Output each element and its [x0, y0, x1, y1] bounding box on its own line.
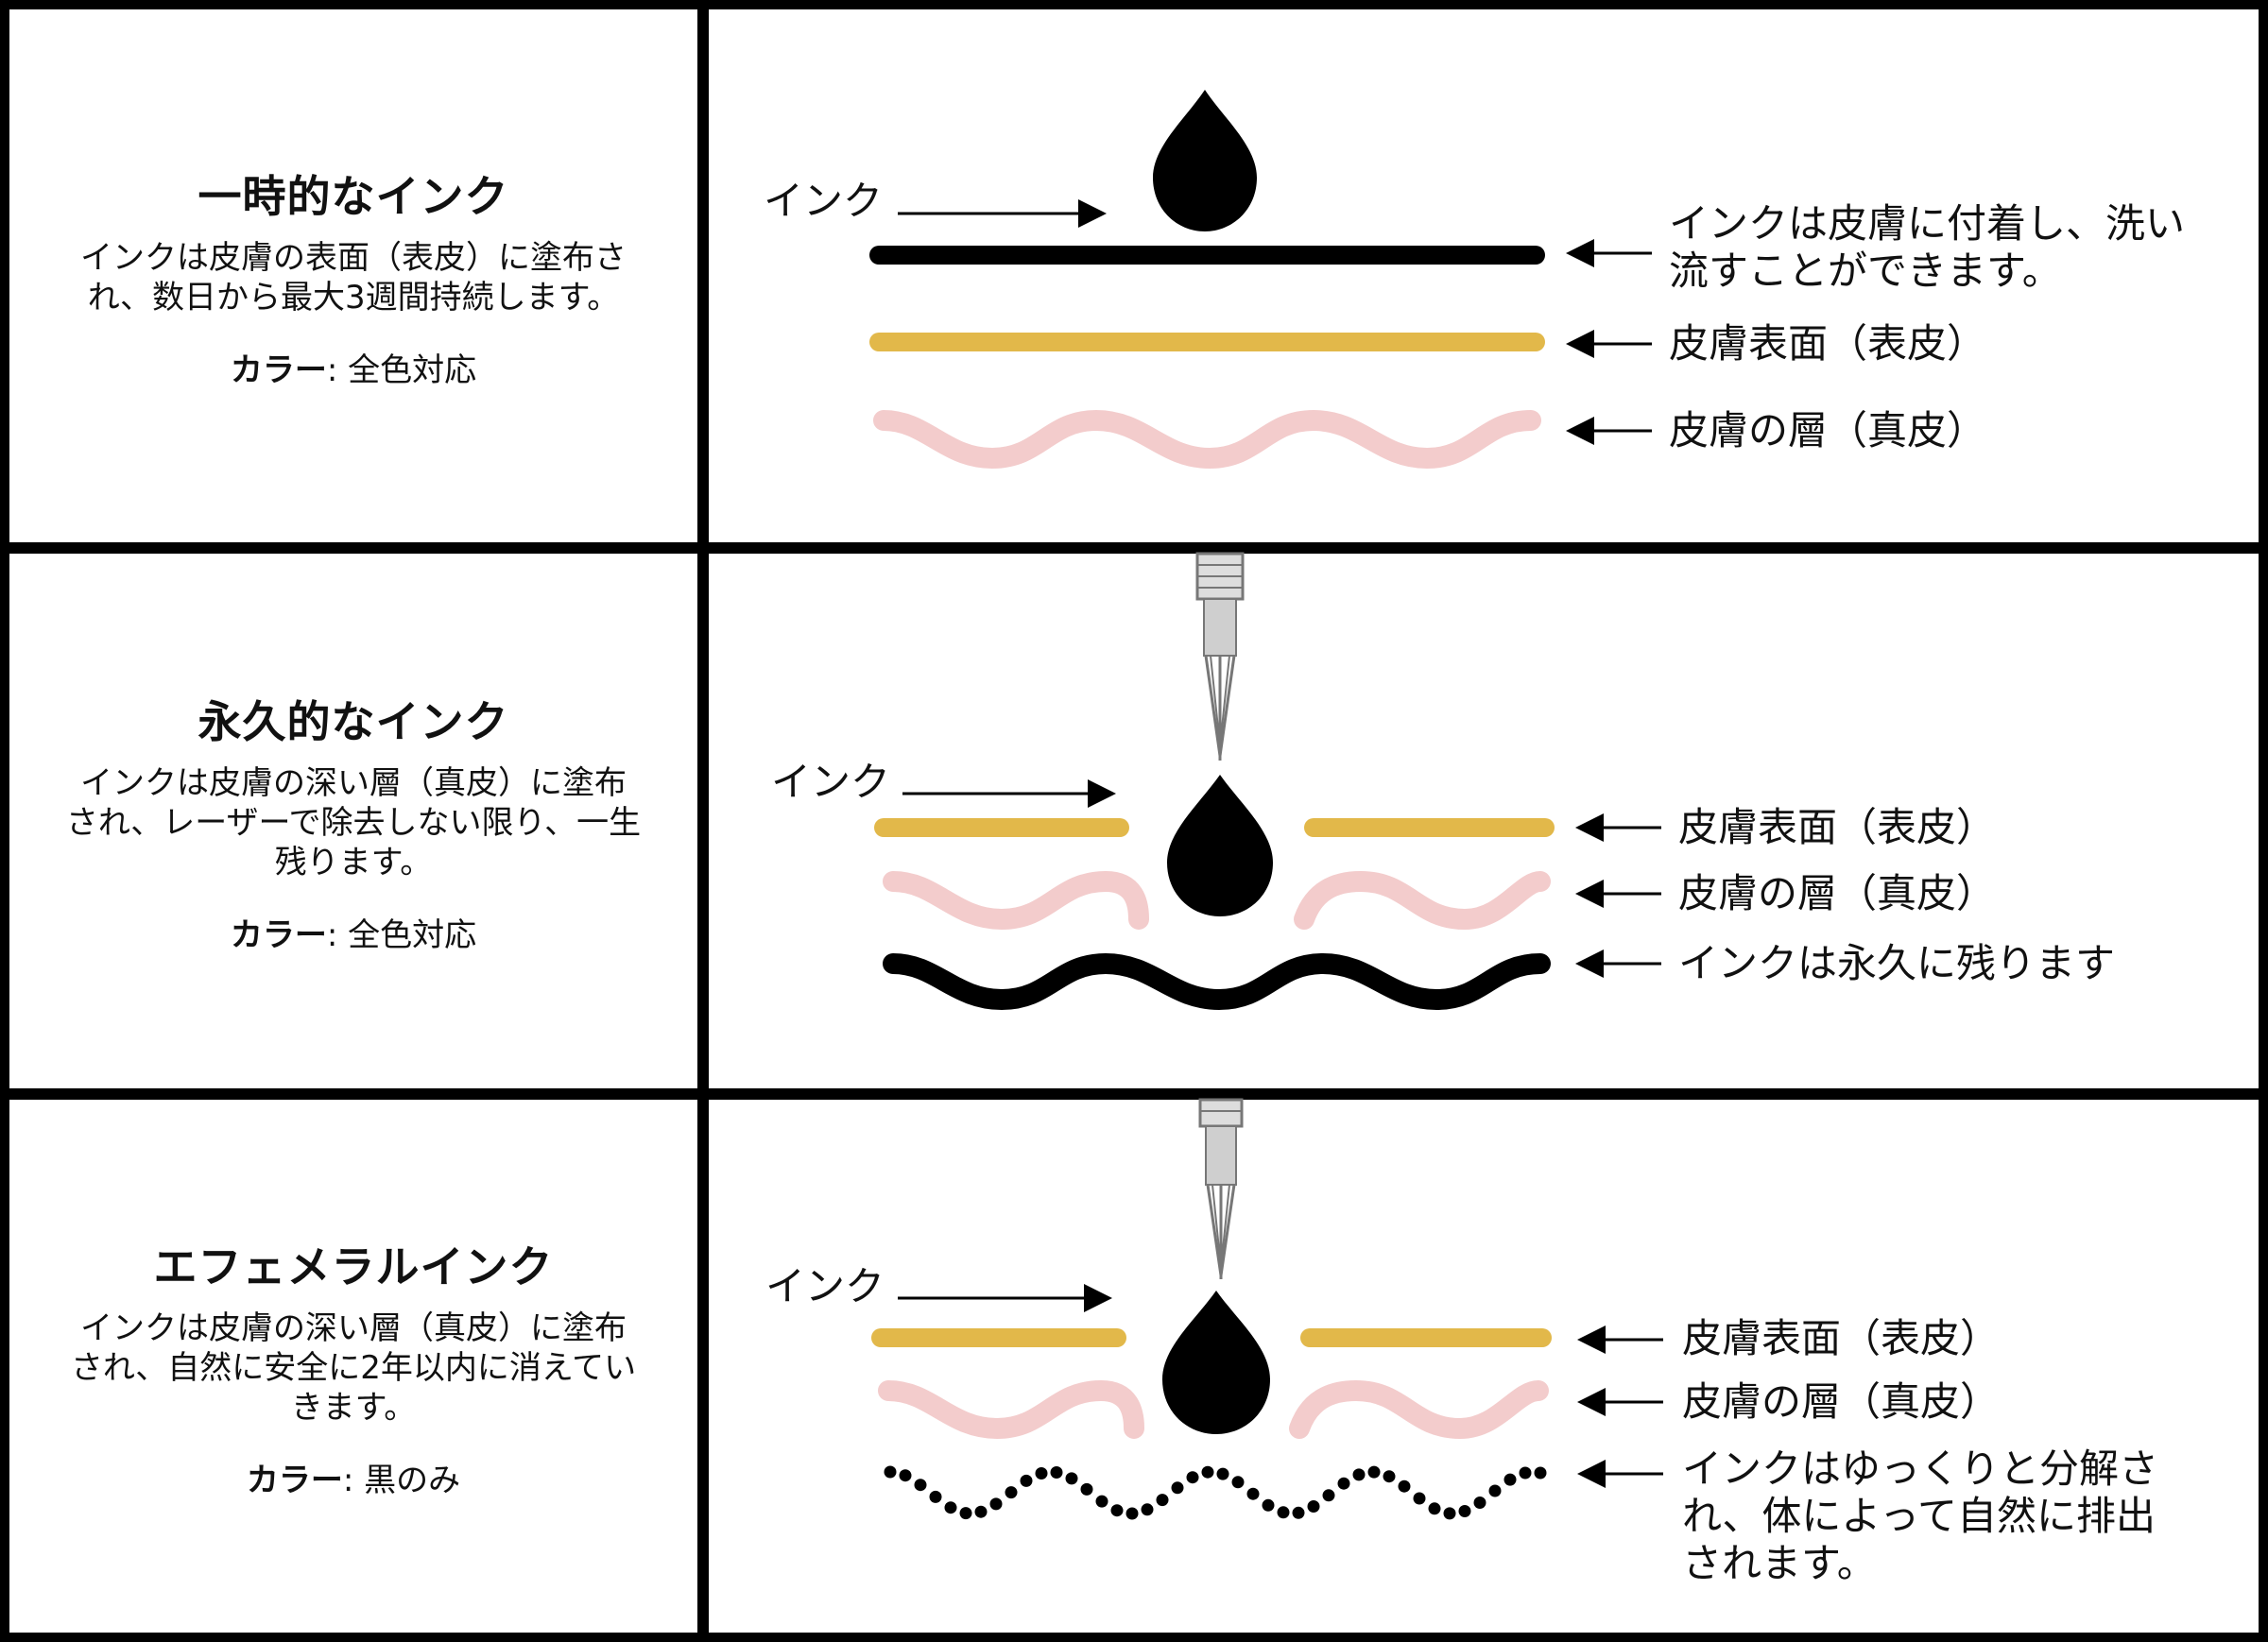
- ink-dot: [1277, 1506, 1290, 1519]
- panel-permanent-info: 永久的なインク インクは皮膚の深い層（真皮）に塗布され、レーザーで除去しない限り…: [9, 554, 697, 1088]
- ink-label: インク: [771, 759, 891, 805]
- ink-dot: [1171, 1481, 1184, 1495]
- ink-dot: [944, 1501, 957, 1514]
- color-value: : 全色対応: [326, 351, 477, 389]
- layer-label-dissolving-ink: インクはゆっくりと分解され、体によって自然に排出されます。: [1682, 1445, 2159, 1586]
- ink-dot: [1156, 1494, 1169, 1507]
- ink-dot: [1095, 1495, 1108, 1508]
- ink-dot: [914, 1479, 927, 1492]
- ink-dot: [884, 1465, 897, 1479]
- ink-dot: [1292, 1506, 1305, 1519]
- panel-title: エフェメラルインク: [153, 1240, 554, 1292]
- ink-dot: [1503, 1473, 1517, 1486]
- panel-ephemeral-info: エフェメラルインク インクは皮膚の深い層（真皮）に塗布され、自然に安全に2年以内…: [9, 1100, 697, 1633]
- layer-label-epidermis: 皮膚表面（表皮）: [1682, 1315, 2001, 1361]
- tattoo-needle-icon: [1195, 552, 1245, 761]
- color-label: カラー: [230, 915, 327, 954]
- ink-drop-icon: [1162, 1291, 1270, 1434]
- ink-label: インク: [764, 178, 884, 224]
- ink-dot: [929, 1490, 942, 1503]
- ink-dot: [1322, 1489, 1335, 1502]
- dermis-layer-left: [883, 870, 1149, 931]
- ink-dot: [1352, 1468, 1366, 1481]
- ink-dot: [1488, 1484, 1502, 1497]
- ink-dot: [1413, 1492, 1426, 1505]
- panel-description: インクは皮膚の深い層（真皮）に塗布され、自然に安全に2年以内に消えていきます。: [70, 1308, 637, 1427]
- layer-label-dermis: 皮膚の層（真皮）: [1678, 870, 1997, 916]
- ink-dot: [1231, 1476, 1245, 1489]
- ink-dot: [1307, 1500, 1320, 1513]
- ink-dot: [1443, 1507, 1456, 1520]
- ink-dot: [1186, 1471, 1199, 1484]
- ink-dot: [899, 1469, 912, 1482]
- ink-dot: [989, 1497, 1003, 1511]
- dissolving-ink-dots: [884, 1465, 1547, 1520]
- ink-dot: [1262, 1498, 1275, 1512]
- layer-label-dermis: 皮膚の層（真皮）: [1682, 1378, 2001, 1425]
- ink-dot: [1473, 1497, 1486, 1509]
- panel-color-info: カラー: 全色対応: [231, 909, 476, 955]
- ink-dot: [1398, 1480, 1411, 1493]
- ink-dot: [1367, 1465, 1381, 1479]
- panel-color-info: カラー: 黒のみ: [247, 1454, 460, 1500]
- ink-drop-icon: [1153, 90, 1257, 231]
- ink-dot: [1201, 1465, 1214, 1479]
- ink-dot: [1383, 1470, 1396, 1483]
- ink-dot: [1519, 1466, 1532, 1480]
- ink-dot: [1020, 1474, 1033, 1487]
- ink-dot: [1141, 1503, 1154, 1516]
- color-label: カラー: [246, 1461, 343, 1499]
- ink-dot: [1534, 1466, 1547, 1480]
- ink-dot: [1050, 1466, 1063, 1479]
- ink-dot: [1110, 1504, 1124, 1517]
- ink-dot: [1337, 1477, 1350, 1490]
- ink-dot: [1428, 1502, 1441, 1515]
- panel-permanent-diagram: [874, 552, 1661, 1011]
- color-label: カラー: [230, 351, 327, 389]
- panel-title: 一時的なインク: [198, 170, 509, 222]
- panel-ephemeral-diagram: [871, 1098, 1663, 1520]
- ink-dot: [1246, 1487, 1260, 1500]
- ink-label: インク: [765, 1263, 885, 1309]
- panel-color-info: カラー: 全色対応: [231, 344, 476, 390]
- color-value: : 全色対応: [326, 915, 477, 954]
- dermis-layer-right: [1289, 1379, 1549, 1440]
- permanent-ink-layer: [883, 952, 1551, 1011]
- row-divider-2: [0, 1088, 2268, 1100]
- panel-temporary-diagram: [869, 90, 1652, 470]
- ink-dot: [1005, 1486, 1018, 1499]
- panel-temporary-info: 一時的なインク インクは皮膚の表面（表皮）に塗布され、数日から最大3週間持続しま…: [9, 9, 697, 542]
- layer-label-ink-surface: インクは皮膚に付着し、洗い流すことができます。: [1669, 200, 2186, 294]
- color-value: : 黒のみ: [342, 1461, 461, 1499]
- ink-dot: [974, 1505, 988, 1518]
- ink-dot: [1035, 1467, 1048, 1480]
- ink-dot: [1080, 1482, 1093, 1496]
- panel-description: インクは皮膚の表面（表皮）に塗布され、数日から最大3週間持続します。: [80, 238, 627, 316]
- column-divider: [697, 0, 709, 1642]
- ink-dot: [1458, 1505, 1471, 1517]
- layer-label-epidermis: 皮膚表面（表皮）: [1678, 804, 1997, 850]
- panel-title: 永久的なインク: [198, 695, 509, 747]
- ink-dot: [1125, 1507, 1139, 1520]
- dermis-layer-left: [878, 1379, 1144, 1440]
- dermis-layer: [873, 409, 1541, 470]
- tattoo-needle-icon: [1198, 1098, 1244, 1279]
- row-divider-1: [0, 542, 2268, 554]
- ink-dot: [1216, 1467, 1229, 1480]
- layer-label-epidermis: 皮膚表面（表皮）: [1669, 320, 1987, 367]
- skin-layer-diagrams: [869, 90, 1663, 1520]
- layer-label-dermis: 皮膚の層（真皮）: [1669, 407, 1987, 453]
- panel-description: インクは皮膚の深い層（真皮）に塗布され、レーザーで除去しない限り、一生残ります。: [65, 763, 642, 881]
- dermis-layer-right: [1294, 870, 1551, 931]
- ink-dot: [959, 1507, 972, 1520]
- layer-label-permanent-ink: インクは永久に残ります: [1678, 940, 2116, 986]
- ink-drop-icon: [1167, 775, 1273, 916]
- ink-dot: [1065, 1472, 1078, 1485]
